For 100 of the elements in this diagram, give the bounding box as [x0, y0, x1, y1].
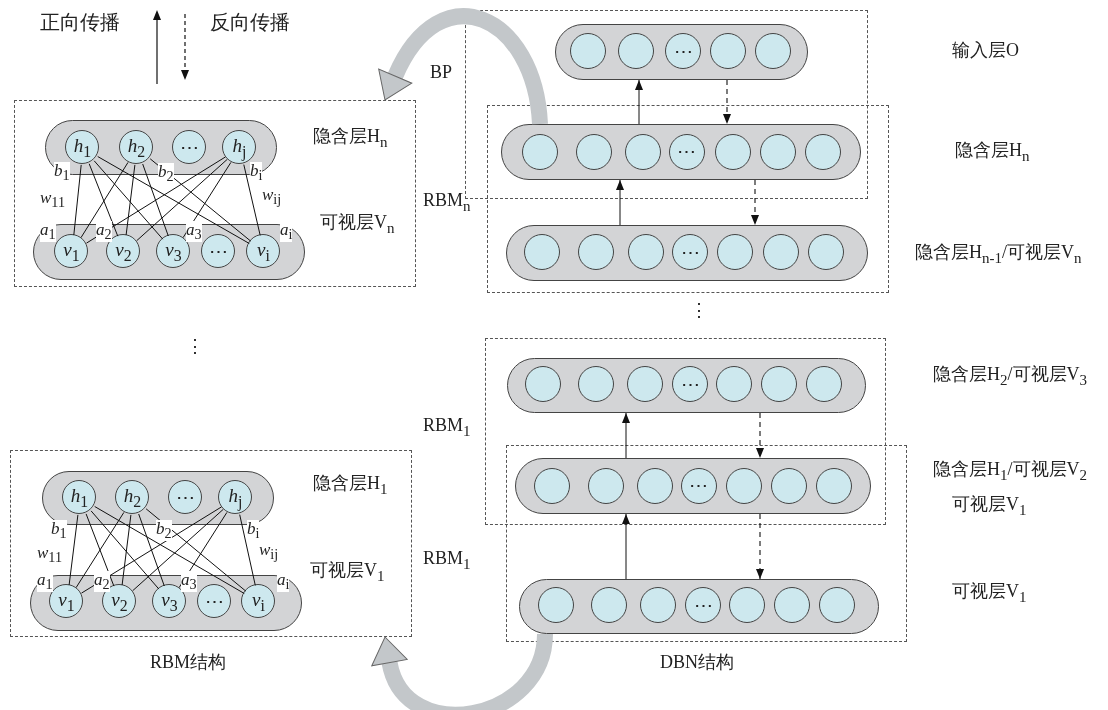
layer-label: 可视层V$_{n}$ — [320, 212, 395, 237]
neuron-circle — [578, 234, 615, 271]
layer-label: 隐含层H$_{2}$/可视层V$_{3}$ — [933, 364, 1087, 389]
arrow — [622, 513, 630, 580]
legend-label: 反向传播 — [210, 10, 290, 34]
connection-line — [178, 511, 228, 589]
dashed-arrow — [723, 79, 731, 125]
bias-label: a$_{3}$ — [181, 571, 197, 593]
connection-line — [80, 161, 129, 239]
connection-line — [136, 158, 228, 242]
neuron-circle — [591, 587, 628, 624]
neuron-circle — [672, 366, 709, 403]
connection-line — [138, 513, 165, 587]
neuron-circle — [716, 366, 753, 403]
neuron-circle — [815, 467, 852, 504]
neuron-circle — [774, 587, 811, 624]
neuron-circle — [640, 587, 677, 624]
neuron-label: h$_{1}$ — [70, 485, 89, 510]
bias-label: a$_{2}$ — [96, 221, 112, 243]
neuron-circle — [624, 133, 661, 170]
neuron-circle — [685, 587, 722, 624]
neuron-circle — [665, 33, 702, 70]
neuron-label: h$_{j}$ — [228, 485, 243, 510]
connection-line — [90, 510, 160, 590]
layer-label: 可视层V$_{1}$ — [310, 560, 385, 585]
dashed-arrow — [756, 412, 764, 459]
neuron-circle — [201, 234, 236, 269]
neuron-label: ⋯ — [175, 487, 195, 507]
curved-block-arrow — [378, 8, 548, 125]
bias-label: a$_{1}$ — [40, 221, 56, 243]
neuron-circle — [197, 584, 232, 619]
neuron-label: v$_{1}$ — [58, 589, 75, 614]
neuron-circle — [54, 234, 89, 269]
neuron-circle — [714, 133, 751, 170]
neuron-label: v$_{3}$ — [165, 239, 182, 264]
ellipsis-mark: ⋮ — [186, 336, 204, 358]
neuron-circle — [168, 480, 203, 515]
connection-line — [239, 514, 256, 586]
connection-line — [85, 513, 115, 587]
layer-label: 隐含层H$_{1}$ — [313, 473, 388, 498]
bias-label: a$_{2}$ — [94, 571, 110, 593]
neuron-circle — [222, 130, 257, 165]
neuron-circle — [761, 366, 798, 403]
neuron-circle — [755, 33, 792, 70]
neuron-circle — [618, 33, 655, 70]
layer-band — [501, 124, 861, 180]
neuron-circle — [770, 467, 807, 504]
neuron-circle — [575, 133, 612, 170]
neuron-circle — [636, 467, 673, 504]
group-label: RBM$_{1}$ — [423, 415, 471, 440]
ellipsis-mark: ⋮ — [690, 300, 708, 322]
neuron-label: ⋯ — [677, 142, 697, 162]
neuron-circle — [65, 130, 100, 165]
layer-label: 可视层V$_{1}$ — [952, 494, 1027, 519]
neuron-circle — [725, 467, 762, 504]
neuron-label: ⋯ — [179, 137, 199, 157]
connection-line — [243, 164, 261, 236]
neuron-label: v$_{i}$ — [251, 589, 265, 614]
neuron-circle — [668, 133, 705, 170]
neuron-circle — [525, 366, 562, 403]
arrow — [616, 179, 624, 226]
neuron-circle — [808, 234, 845, 271]
connection-line — [97, 156, 250, 244]
arrow — [635, 79, 643, 125]
neuron-label: ⋯ — [208, 241, 228, 261]
layer-label: 隐含层H$_{1}$/可视层V$_{2}$ — [933, 459, 1087, 484]
group-label: RBM$_{n}$ — [423, 190, 471, 215]
connection-line — [88, 163, 119, 237]
neuron-circle — [628, 234, 665, 271]
connection-line — [68, 514, 79, 586]
neuron-label: ⋯ — [204, 591, 224, 611]
neuron-circle — [119, 130, 154, 165]
neuron-circle — [246, 234, 281, 269]
neuron-circle — [806, 366, 843, 403]
connection-line — [81, 506, 222, 594]
neuron-circle — [152, 584, 187, 619]
layer-label: 可视层V$_{1}$ — [952, 581, 1027, 606]
neuron-circle — [759, 133, 796, 170]
connection-line — [132, 508, 224, 592]
neuron-label: h$_{j}$ — [232, 135, 247, 160]
dashed-arrow — [756, 513, 764, 580]
neuron-circle — [578, 366, 615, 403]
neuron-circle — [524, 234, 561, 271]
neuron-circle — [533, 467, 570, 504]
dashed-arrow — [751, 179, 759, 226]
neuron-label: ⋯ — [680, 242, 700, 262]
connection-line — [125, 164, 136, 236]
layer-band — [515, 458, 871, 514]
connection-line — [142, 163, 169, 237]
neuron-circle — [62, 480, 97, 515]
caption: RBM结构 — [150, 652, 227, 674]
neuron-circle — [172, 130, 207, 165]
legend-label: 正向传播 — [40, 10, 120, 34]
bias-label: b$_{2}$ — [156, 520, 172, 542]
neuron-label: v$_{2}$ — [115, 239, 132, 264]
neuron-circle — [763, 234, 800, 271]
neuron-label: v$_{3}$ — [161, 589, 178, 614]
neuron-label: v$_{1}$ — [63, 239, 80, 264]
neuron-circle — [819, 587, 856, 624]
layer-label: 输入层O — [952, 40, 1019, 62]
